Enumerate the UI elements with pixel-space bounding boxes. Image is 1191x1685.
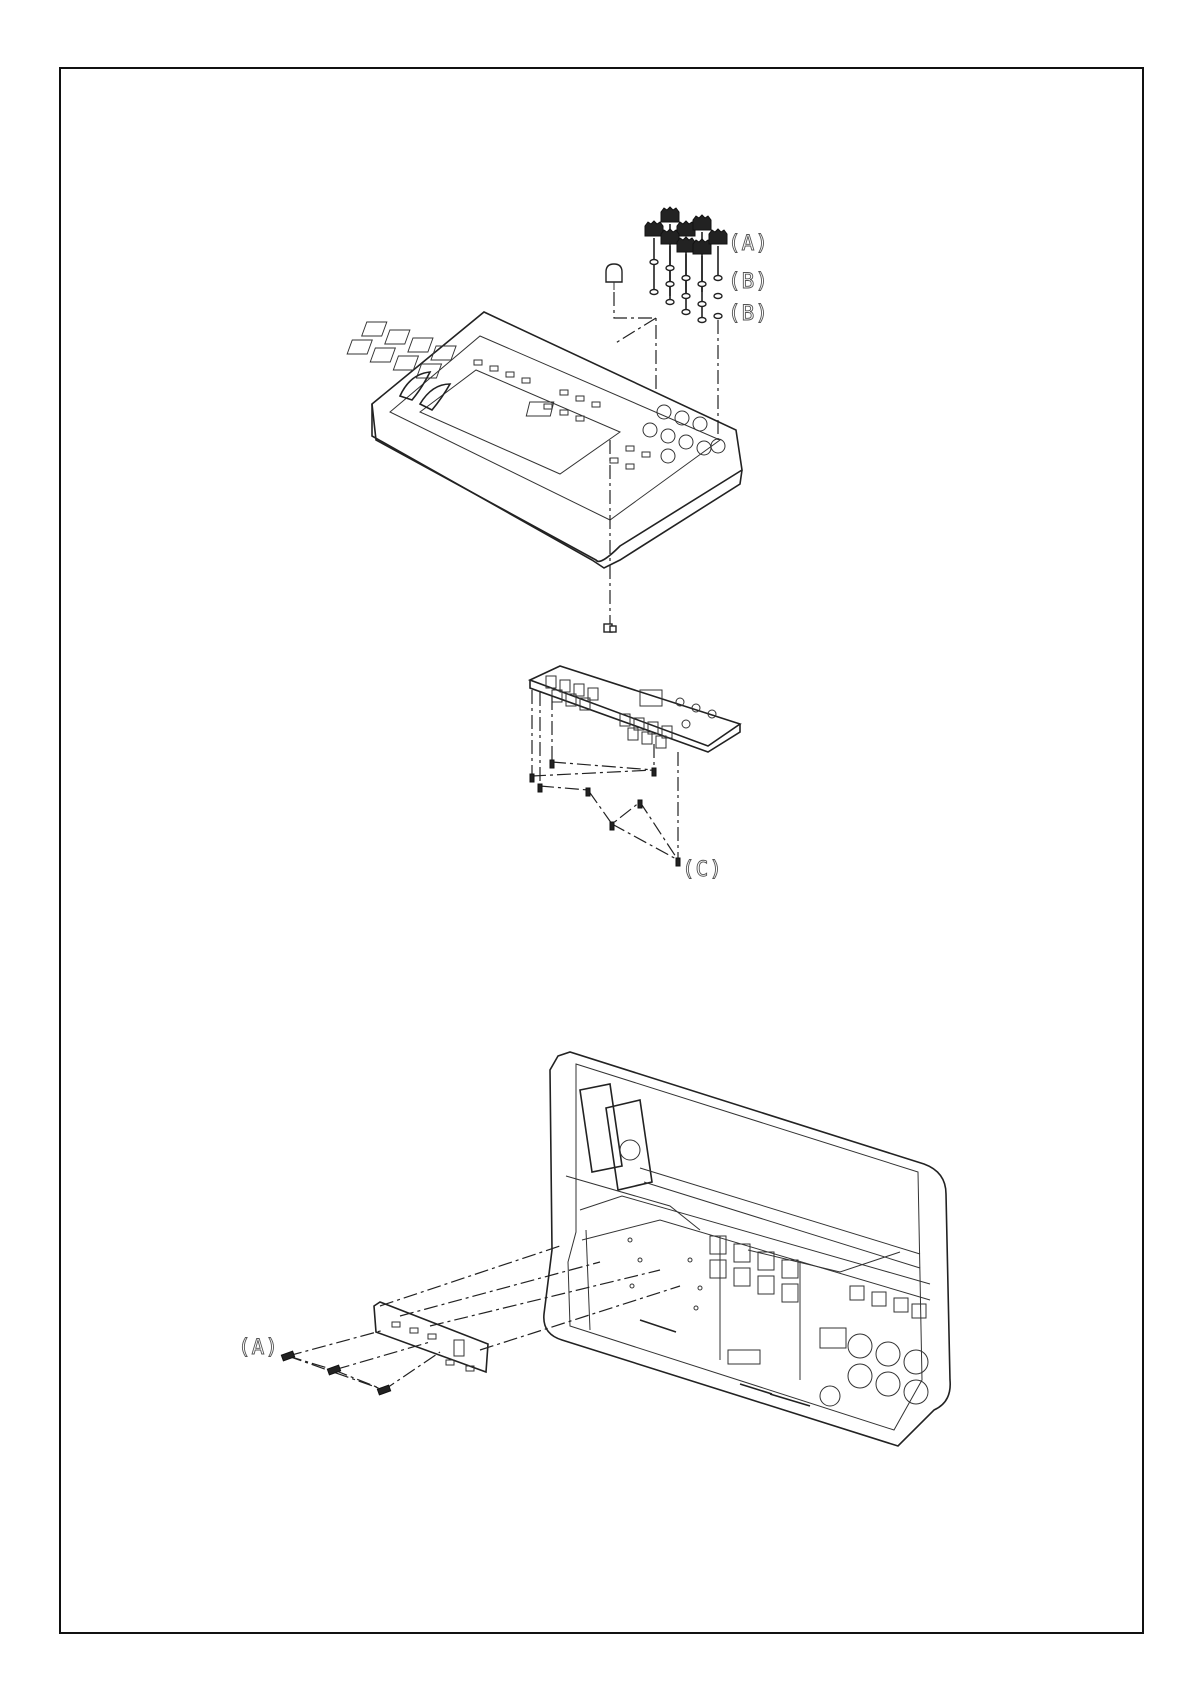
- button-rows: [474, 360, 650, 469]
- callout-b-washers: (B): [728, 269, 769, 293]
- rear-screw-set: [281, 1330, 440, 1395]
- rear-panel-pcb: [374, 1302, 488, 1372]
- screw-set: [530, 690, 680, 866]
- knob-holes: [820, 1334, 928, 1406]
- rib-array: [710, 1236, 926, 1318]
- encoder-row: [643, 405, 725, 463]
- knob: [645, 221, 663, 290]
- upper-assembly: (A) (B) (B) (C): [347, 207, 769, 881]
- screw: [377, 1385, 390, 1395]
- knob: [709, 229, 727, 276]
- pad-grid: [347, 322, 456, 378]
- small-clip: [604, 624, 616, 632]
- lower-assembly: (A): [238, 1052, 950, 1446]
- bottom-case: [544, 1052, 950, 1446]
- encoder-cap: [606, 264, 622, 290]
- callout-b-washers-2: (B): [728, 301, 769, 325]
- main-pcb: [530, 666, 740, 752]
- callout-c-screws: (C): [682, 857, 723, 881]
- callout-a-rear-screws: (A): [238, 1335, 279, 1359]
- drawing-frame: [60, 68, 1143, 1633]
- top-case: [347, 312, 742, 568]
- screw: [281, 1351, 294, 1361]
- callout-a-knobs: (A): [728, 231, 769, 255]
